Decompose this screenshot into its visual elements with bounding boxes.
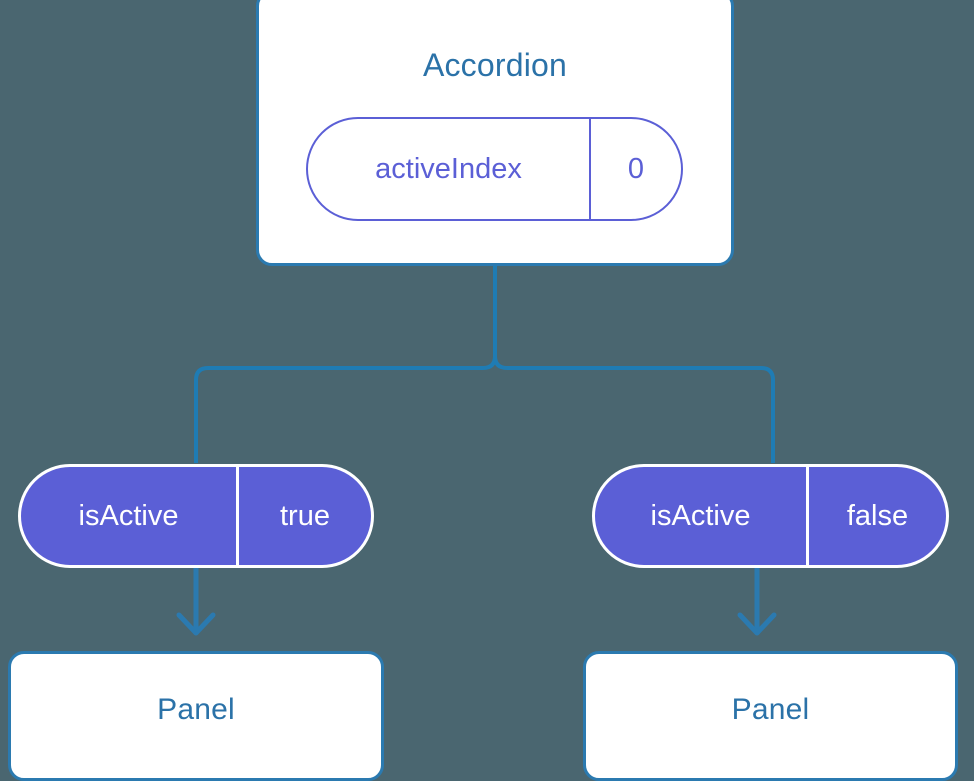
prop-value-is-active-right: false (846, 499, 909, 532)
arrow-right (737, 568, 777, 636)
prop-pill-is-active-right[interactable]: isActive false (592, 464, 949, 568)
panel-component-card-right[interactable]: Panel (583, 651, 958, 781)
prop-key-is-active-left: isActive (21, 467, 239, 565)
arrow-left (176, 568, 216, 636)
prop-value-is-active-left: true (280, 499, 330, 532)
panel-title-right: Panel (731, 693, 810, 726)
panel-component-card-left[interactable]: Panel (8, 651, 384, 781)
prop-pill-active-index[interactable]: activeIndex 0 (306, 117, 683, 221)
accordion-title: Accordion (422, 47, 568, 83)
prop-value-active-index: 0 (627, 152, 645, 185)
branch-line-right (493, 355, 775, 463)
branch-line-left (194, 355, 497, 463)
prop-pill-is-active-left[interactable]: isActive true (18, 464, 374, 568)
panel-title-left: Panel (157, 693, 235, 726)
prop-key-is-active-right: isActive (595, 467, 809, 565)
prop-key-active-index: activeIndex (308, 119, 591, 219)
